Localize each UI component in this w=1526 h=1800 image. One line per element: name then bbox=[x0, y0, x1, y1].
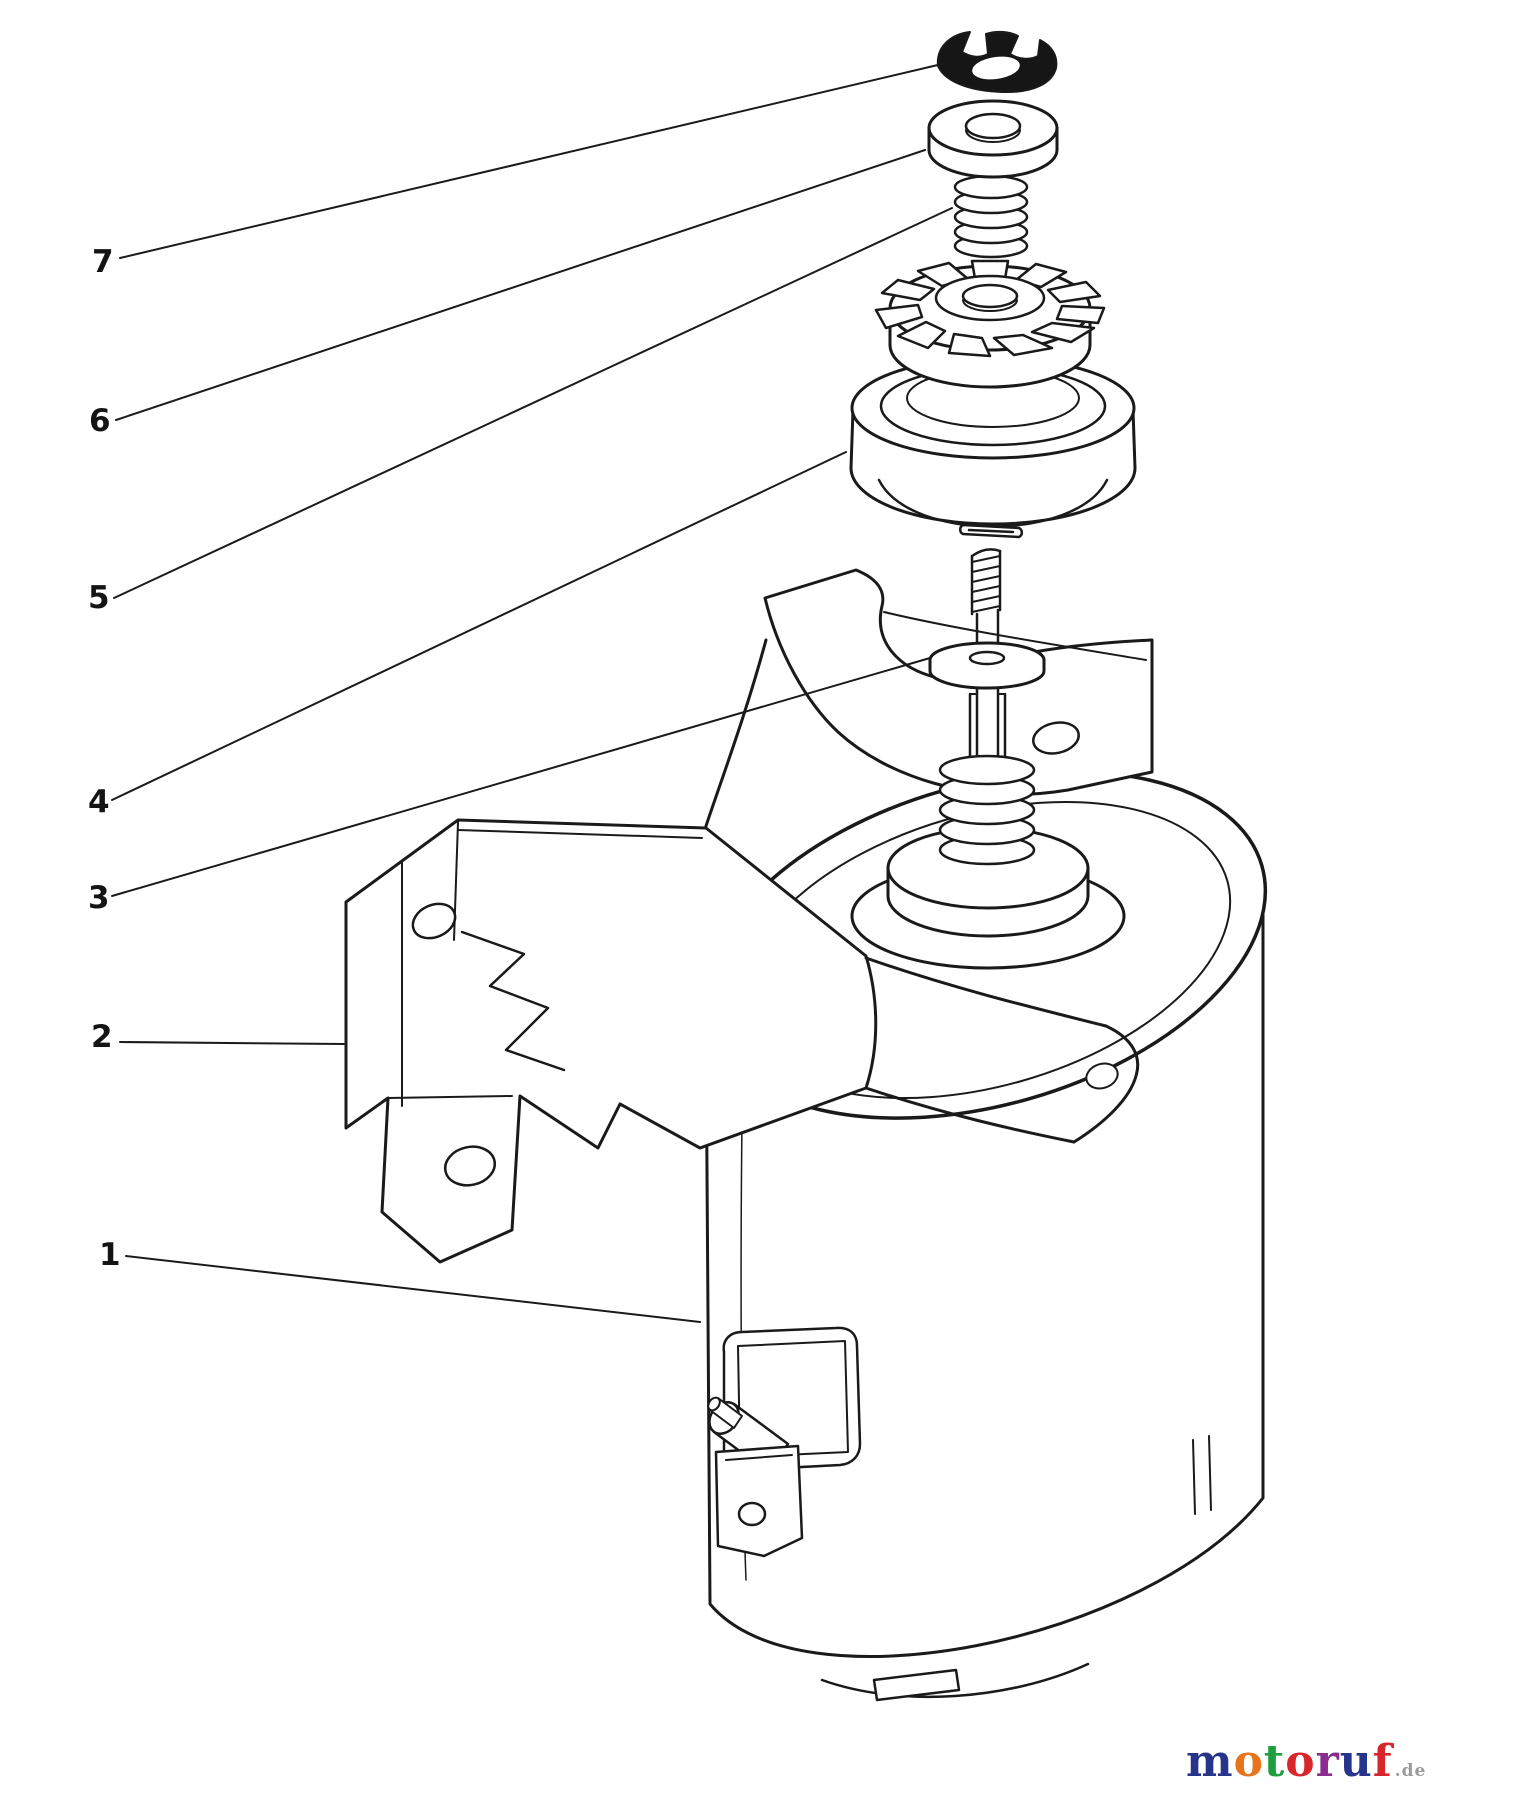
watermark-letter: u bbox=[1339, 1736, 1373, 1787]
leader-line-4 bbox=[111, 451, 847, 801]
leader-line-7 bbox=[119, 63, 943, 259]
callout-label-3: 3 bbox=[88, 880, 110, 916]
watermark-letter: m bbox=[1186, 1736, 1234, 1787]
callout-label-2: 2 bbox=[91, 1019, 113, 1055]
drive-spring bbox=[938, 754, 1036, 866]
anti-drift-spring bbox=[953, 174, 1029, 259]
pinion-gear bbox=[874, 259, 1106, 389]
spacer-washer bbox=[927, 99, 1059, 179]
armature-shaft bbox=[968, 548, 1007, 772]
callout-label-1: 1 bbox=[99, 1237, 121, 1273]
leader-line-3 bbox=[111, 657, 931, 897]
watermark-suffix: .de bbox=[1394, 1761, 1427, 1781]
watermark-letter: o bbox=[1233, 1736, 1264, 1787]
retaining-ring bbox=[936, 30, 1058, 93]
watermark-letter: o bbox=[1285, 1736, 1316, 1787]
callout-label-4: 4 bbox=[88, 784, 110, 820]
thrust-washer bbox=[928, 641, 1046, 690]
leader-line-5 bbox=[113, 207, 953, 599]
leader-line-6 bbox=[115, 149, 926, 421]
line-art bbox=[111, 30, 1268, 1702]
watermark-letter: t bbox=[1263, 1736, 1286, 1787]
leader-lines bbox=[111, 63, 953, 1323]
mounting-bracket bbox=[344, 818, 1140, 1264]
callout-label-6: 6 bbox=[89, 403, 111, 439]
leader-line-2 bbox=[119, 1041, 345, 1045]
motoruf-watermark: m o t o r u f .de bbox=[1186, 1740, 1426, 1784]
callout-label-7: 7 bbox=[92, 244, 114, 280]
drive-cup bbox=[849, 356, 1137, 539]
shaft-boss bbox=[850, 826, 1126, 970]
leader-line-1 bbox=[125, 1255, 701, 1323]
watermark-letter: r bbox=[1315, 1736, 1340, 1787]
bracket-upper-arm bbox=[704, 568, 1154, 828]
callout-label-5: 5 bbox=[88, 580, 110, 616]
watermark-letter: f bbox=[1372, 1736, 1393, 1787]
terminal-stud bbox=[707, 1326, 862, 1558]
